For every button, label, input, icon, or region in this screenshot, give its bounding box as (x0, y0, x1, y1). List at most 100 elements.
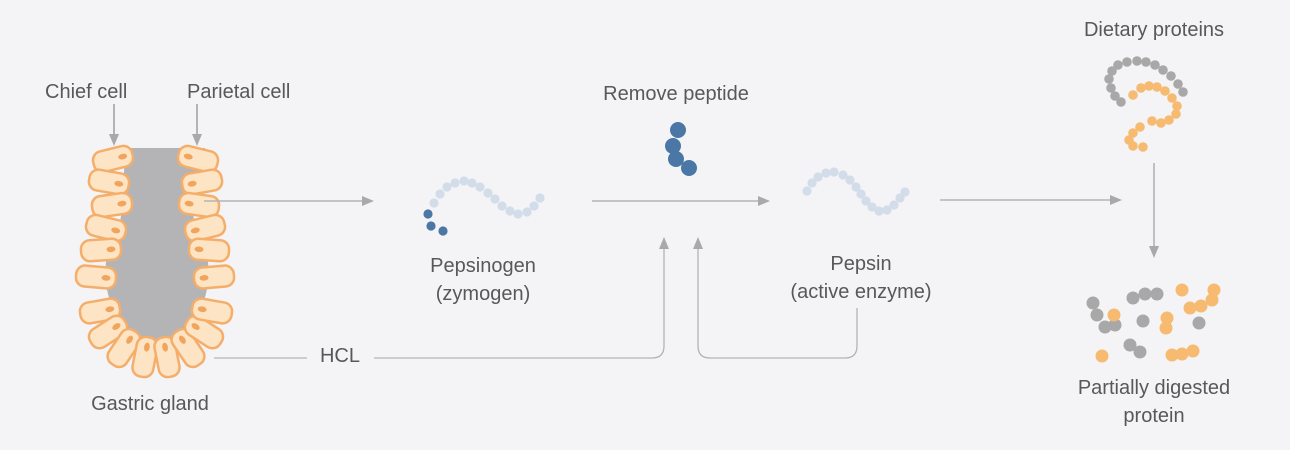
pepsin-dot (807, 178, 817, 188)
digested-protein-dot (1194, 299, 1208, 313)
partially-digested-label-line2: protein (1123, 405, 1185, 427)
digested-protein-dot (1086, 296, 1100, 310)
dietary-protein-dot (1156, 118, 1166, 128)
gland-cell (183, 314, 225, 350)
gland-cell (91, 144, 135, 174)
parietal-cell-label: Parietal cell (187, 81, 291, 103)
digested-protein-dot (1159, 321, 1173, 335)
pepsinogen-dot (429, 198, 439, 208)
arrow-hcl-to-reaction (374, 237, 669, 359)
pepsin-molecule (802, 167, 910, 216)
digested-protein-dot (1175, 283, 1189, 297)
pepsinogen-dot (505, 206, 515, 216)
hcl-label: HCL (319, 345, 361, 367)
digested-protein-dot (1183, 301, 1197, 315)
dietary-protein-dot (1147, 116, 1157, 126)
gland-cell (131, 335, 159, 379)
pepsinogen-label-line1: Pepsinogen (430, 255, 536, 277)
dietary-protein-dot (1178, 87, 1188, 97)
digested-protein-dot (1126, 291, 1140, 305)
gland-cell (190, 297, 234, 325)
dietary-protein-dot (1106, 83, 1116, 93)
dietary-protein-dot (1141, 57, 1151, 67)
digested-protein-dot (1133, 345, 1147, 359)
dietary-protein-dot (1158, 65, 1168, 75)
dietary-protein-molecule (1104, 56, 1188, 152)
gastric-gland-label: Gastric gland (91, 393, 209, 415)
pepsinogen-dot (459, 176, 469, 186)
partially-digested-label-line1: Partially digested (1077, 377, 1231, 399)
remove-peptide-label: Remove peptide (603, 83, 749, 105)
pepsinogen-dot (450, 178, 460, 188)
pepsin-label: Pepsin (active enzyme) (790, 250, 931, 306)
removed-peptide-molecule (665, 122, 697, 176)
pepsinogen-label: Pepsinogen (zymogen) (430, 252, 536, 308)
gland-cell (192, 264, 236, 290)
pepsin-dot (845, 175, 855, 185)
pepsin-dot (851, 182, 861, 192)
pepsin-dot (889, 200, 899, 210)
pepsinogen-dot (435, 189, 445, 199)
arrow-pepsin-feedback (693, 237, 858, 359)
pepsinogen-dot (497, 201, 507, 211)
gland-cell (90, 191, 134, 219)
dietary-protein-dot (1138, 142, 1148, 152)
digested-protein-dot (1165, 348, 1179, 362)
digested-protein-dot (1123, 338, 1137, 352)
pepsinogen-dot (423, 209, 433, 219)
dietary-protein-dot (1164, 115, 1174, 125)
pepsinogen-molecule (423, 176, 545, 236)
pepsin-dot (861, 196, 871, 206)
dietary-protein-dot (1136, 83, 1146, 93)
digested-protein-dot (1205, 293, 1219, 307)
digested-protein-dot (1108, 318, 1122, 332)
dietary-protein-dot (1107, 66, 1117, 76)
dietary-protein-dot (1122, 57, 1132, 67)
partially-digested-label: Partially digested protein (1078, 374, 1230, 430)
dietary-proteins-label: Dietary proteins (1083, 19, 1225, 41)
chief-cell-label: Chief cell (45, 81, 128, 103)
pepsin-dot (900, 187, 910, 197)
dietary-protein-dot (1113, 60, 1123, 70)
gland-cell (187, 237, 231, 263)
pepsinogen-dot (529, 201, 539, 211)
dietary-protein-dot (1104, 74, 1114, 84)
digested-protein-dot (1150, 287, 1164, 301)
dietary-protein-dot (1132, 56, 1142, 66)
pepsin-dot (821, 168, 831, 178)
gland-cell (177, 191, 221, 219)
dietary-protein-dot (1128, 128, 1138, 138)
dietary-protein-dot (1128, 90, 1138, 100)
gland-cell (79, 237, 123, 263)
gland-cell (84, 213, 128, 243)
gland-cell (106, 327, 142, 369)
pepsinogen-dot (490, 194, 500, 204)
pepsinogen-dot (442, 182, 452, 192)
dietary-protein-dot (1166, 71, 1176, 81)
digested-protein-dot (1098, 320, 1112, 334)
pepsinogen-dot (438, 226, 448, 236)
dietary-protein-dot (1152, 82, 1162, 92)
gland-cell (176, 144, 220, 174)
removed-peptide-dot (681, 160, 697, 176)
pepsin-dot (829, 167, 839, 177)
digested-protein-dot (1136, 314, 1150, 328)
digested-protein-dot (1138, 287, 1152, 301)
digested-protein-dot (1107, 308, 1121, 322)
gland-cell (87, 314, 129, 350)
pepsin-dot (838, 170, 848, 180)
digested-protein-dot (1192, 316, 1206, 330)
dietary-protein-dot (1167, 93, 1177, 103)
gland-cell (180, 168, 224, 196)
pepsinogen-dot (426, 221, 436, 231)
pepsin-dot (802, 186, 812, 196)
pepsinogen-dot (475, 182, 485, 192)
gland-cell (170, 327, 206, 369)
pepsinogen-dot (467, 178, 477, 188)
pepsinogen-dot (535, 193, 545, 203)
gland-cell (87, 168, 131, 196)
digested-protein-molecule (1086, 283, 1221, 363)
pepsin-label-line1: Pepsin (830, 253, 892, 275)
